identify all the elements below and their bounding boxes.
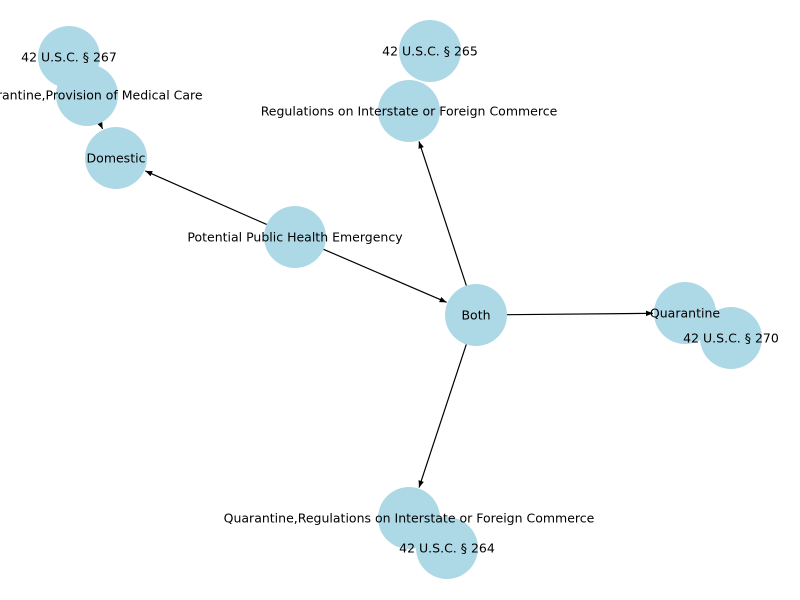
node-label-qpmc: Quarantine,Provision of Medical Care: [0, 88, 203, 103]
node-usc265: [399, 20, 461, 82]
edge-phe-to-domestic: [145, 170, 267, 226]
node-usc267: [38, 26, 100, 88]
node-domestic: [85, 127, 147, 189]
node-label-usc270: 42 U.S.C. § 270: [683, 331, 779, 346]
node-label-usc267: 42 U.S.C. § 267: [21, 50, 117, 65]
node-usc270: [700, 307, 762, 369]
node-rifc: [378, 80, 440, 142]
node-label-domestic: Domestic: [87, 151, 146, 166]
node-label-quarantine: Quarantine: [650, 306, 720, 321]
nodes-layer: [38, 20, 762, 579]
edges-layer: [97, 121, 654, 488]
edge-qpmc-to-domestic: [97, 121, 104, 130]
node-both: [445, 284, 507, 346]
node-label-qrifc: Quarantine,Regulations on Interstate or …: [224, 511, 595, 526]
node-label-both: Both: [461, 308, 490, 323]
edge-phe-to-both: [323, 248, 447, 303]
node-phe: [264, 206, 326, 268]
node-quarantine: [654, 282, 716, 344]
edge-both-to-rifc: [418, 141, 467, 286]
edge-both-to-quarantine: [506, 310, 654, 317]
labels-layer: Potential Public Health Emergency Domesti…: [0, 44, 779, 556]
node-label-phe: Potential Public Health Emergency: [187, 230, 403, 245]
node-usc264: [416, 517, 478, 579]
node-label-usc264: 42 U.S.C. § 264: [399, 541, 495, 556]
node-label-usc265: 42 U.S.C. § 265: [382, 44, 478, 59]
node-label-rifc: Regulations on Interstate or Foreign Com…: [261, 104, 558, 119]
edge-both-to-qrifc: [418, 344, 467, 488]
